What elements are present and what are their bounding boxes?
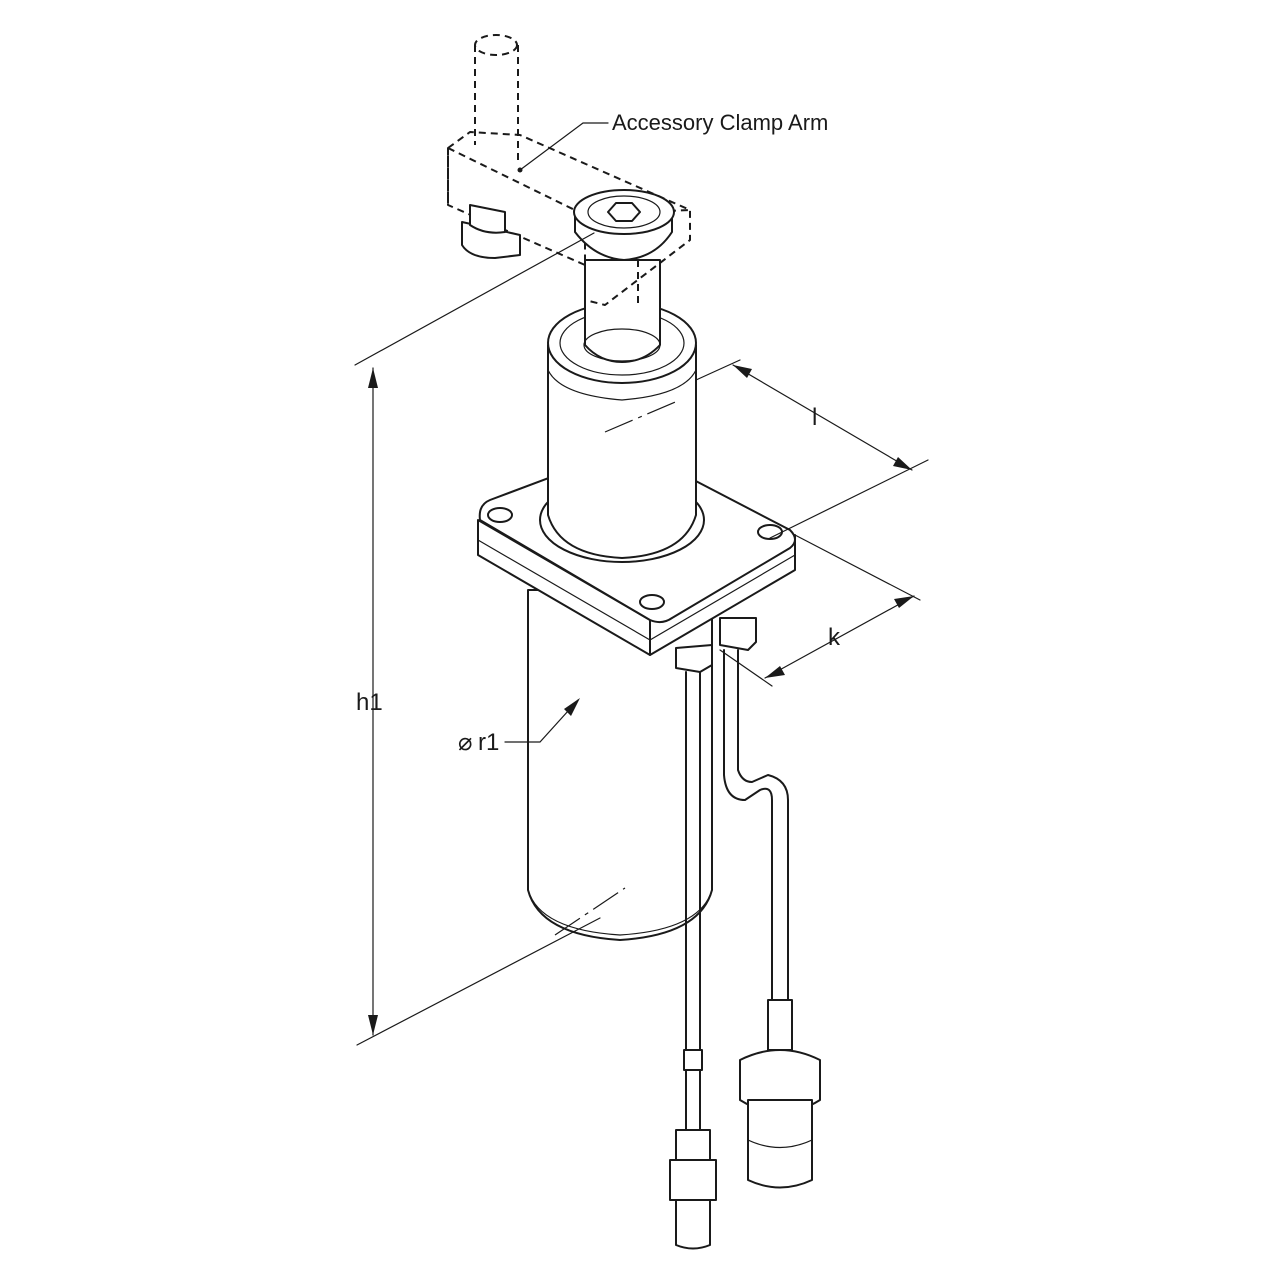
cylinder-body — [527, 589, 713, 941]
dimension-l — [695, 359, 929, 539]
hydraulic-line-left — [669, 644, 717, 1250]
label-k: k — [828, 624, 841, 651]
diameter-symbol: ⌀ — [458, 729, 472, 756]
piston-rod — [583, 259, 661, 363]
label-accessory-clamp-arm: Accessory Clamp Arm — [612, 110, 828, 135]
hex-nut — [573, 189, 675, 261]
label-h1: h1 — [356, 689, 383, 716]
label-l: l — [812, 404, 817, 431]
dimension-h1 — [354, 232, 601, 1046]
dimension-r1 — [504, 698, 580, 743]
dimension-k — [719, 534, 921, 687]
label-r1: r1 — [478, 729, 499, 756]
hydraulic-line-right — [719, 617, 821, 1189]
accessory-clamp-arm — [447, 34, 691, 306]
accessory-leader — [519, 122, 609, 171]
